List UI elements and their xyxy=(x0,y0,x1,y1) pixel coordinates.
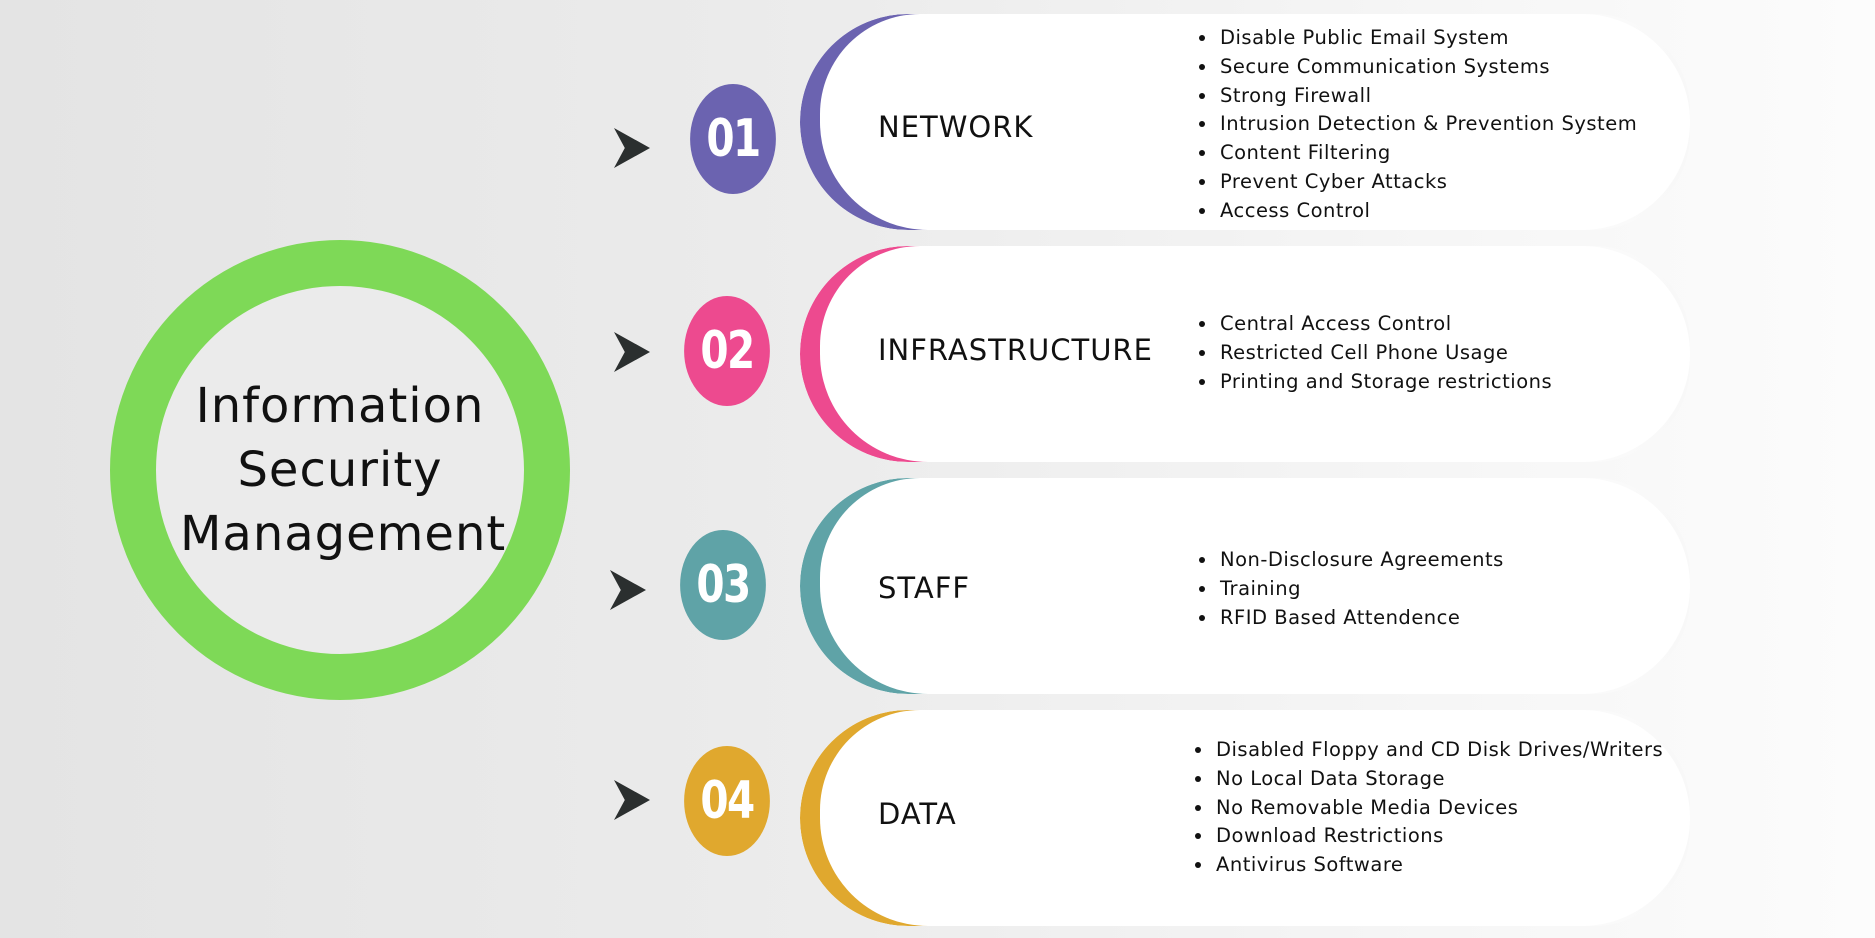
number-badge: 04 xyxy=(684,746,770,856)
category-label: NETWORK xyxy=(878,110,1034,144)
bullet-item: Antivirus Software xyxy=(1214,851,1663,880)
bullet-list: Central Access ControlRestricted Cell Ph… xyxy=(1190,310,1552,396)
arrow-icon xyxy=(610,570,646,610)
bullet-item: Strong Firewall xyxy=(1218,82,1637,111)
bullet-item: Content Filtering xyxy=(1218,139,1637,168)
category-card xyxy=(800,710,1690,926)
hub-title-line: Security xyxy=(237,442,443,498)
card-face xyxy=(820,478,1690,694)
hub-title: Information Security Management xyxy=(180,374,507,566)
item-data: 04 DATA Disabled Floppy and CD Disk Driv… xyxy=(0,710,1875,926)
bullet-item: RFID Based Attendence xyxy=(1218,604,1504,633)
category-card xyxy=(800,478,1690,694)
bullet-item: Restricted Cell Phone Usage xyxy=(1218,339,1552,368)
bullet-item: Printing and Storage restrictions xyxy=(1218,368,1552,397)
bullet-item: Access Control xyxy=(1218,197,1637,226)
hub-title-line: Information xyxy=(195,378,485,434)
arrow-icon xyxy=(614,780,650,820)
arrow-icon xyxy=(614,128,650,168)
item-staff: 03 STAFF Non-Disclosure AgreementsTraini… xyxy=(0,478,1875,694)
bullet-list: Disable Public Email SystemSecure Commun… xyxy=(1190,24,1637,226)
card-face xyxy=(820,14,1690,230)
hub-title-line: Management xyxy=(180,506,507,562)
bullet-item: Disable Public Email System xyxy=(1218,24,1637,53)
bullet-item: Disabled Floppy and CD Disk Drives/Write… xyxy=(1214,736,1663,765)
bullet-list: Disabled Floppy and CD Disk Drives/Write… xyxy=(1186,736,1663,880)
card-face xyxy=(820,710,1690,926)
category-label: DATA xyxy=(878,797,957,831)
number-badge: 02 xyxy=(684,296,770,406)
number-badge: 03 xyxy=(680,530,766,640)
category-label: INFRASTRUCTURE xyxy=(878,333,1153,367)
bullet-item: Prevent Cyber Attacks xyxy=(1218,168,1637,197)
arrow-icon xyxy=(614,332,650,372)
bullet-item: Secure Communication Systems xyxy=(1218,53,1637,82)
card-face xyxy=(820,246,1690,462)
number-badge: 01 xyxy=(690,84,776,194)
category-label: STAFF xyxy=(878,571,971,605)
category-card xyxy=(800,246,1690,462)
bullet-item: Non-Disclosure Agreements xyxy=(1218,546,1504,575)
item-network: 01 NETWORK Disable Public Email SystemSe… xyxy=(0,14,1875,230)
bullet-list: Non-Disclosure AgreementsTrainingRFID Ba… xyxy=(1190,546,1504,632)
category-card xyxy=(800,14,1690,230)
bullet-item: Training xyxy=(1218,575,1504,604)
bullet-item: Intrusion Detection & Prevention System xyxy=(1218,110,1637,139)
bullet-item: Download Restrictions xyxy=(1214,822,1663,851)
item-infrastructure: 02 INFRASTRUCTURE Central Access Control… xyxy=(0,246,1875,462)
bullet-item: Central Access Control xyxy=(1218,310,1552,339)
bullet-item: No Removable Media Devices xyxy=(1214,794,1663,823)
bullet-item: No Local Data Storage xyxy=(1214,765,1663,794)
